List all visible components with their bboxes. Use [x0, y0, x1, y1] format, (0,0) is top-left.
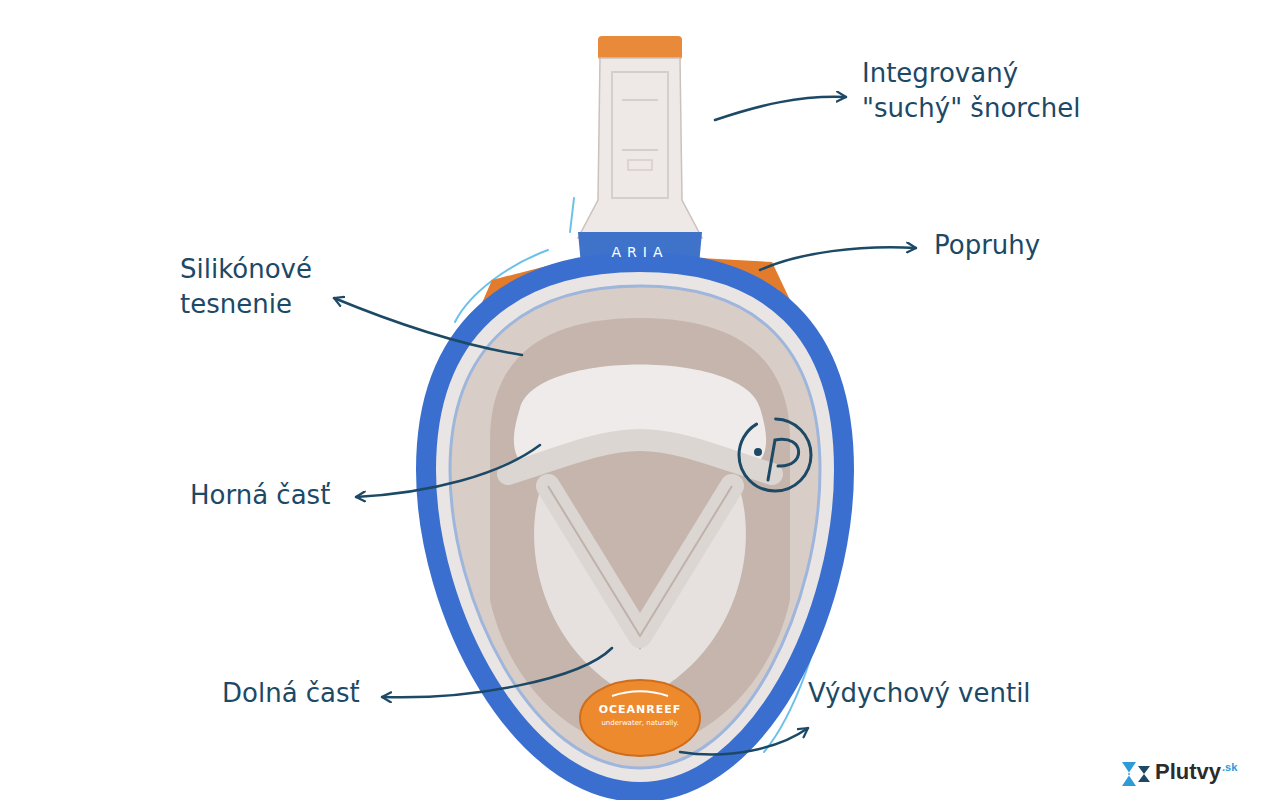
part-label: Popruhy [934, 228, 1040, 263]
part-label: Silikónové tesnenie [180, 252, 350, 322]
part-label: Výdychový ventil [808, 676, 1031, 711]
brand-text: ARIA [611, 245, 668, 260]
watermark-icon [1122, 762, 1150, 786]
part-label: Horná časť [190, 478, 330, 513]
watermark: .sk [1222, 761, 1237, 773]
part-label: Dolná časť [222, 676, 360, 711]
part-label: Integrovaný "suchý" šnorchel [862, 56, 1102, 126]
brand-tagline: underwater, naturally. [601, 720, 678, 728]
watermark: Plutvy [1155, 760, 1221, 784]
brand-text: OCEANREEF [599, 704, 682, 716]
leader-lines [334, 97, 916, 755]
mask-body [426, 262, 844, 792]
brand-badge [739, 419, 811, 491]
snorkel [578, 36, 702, 276]
